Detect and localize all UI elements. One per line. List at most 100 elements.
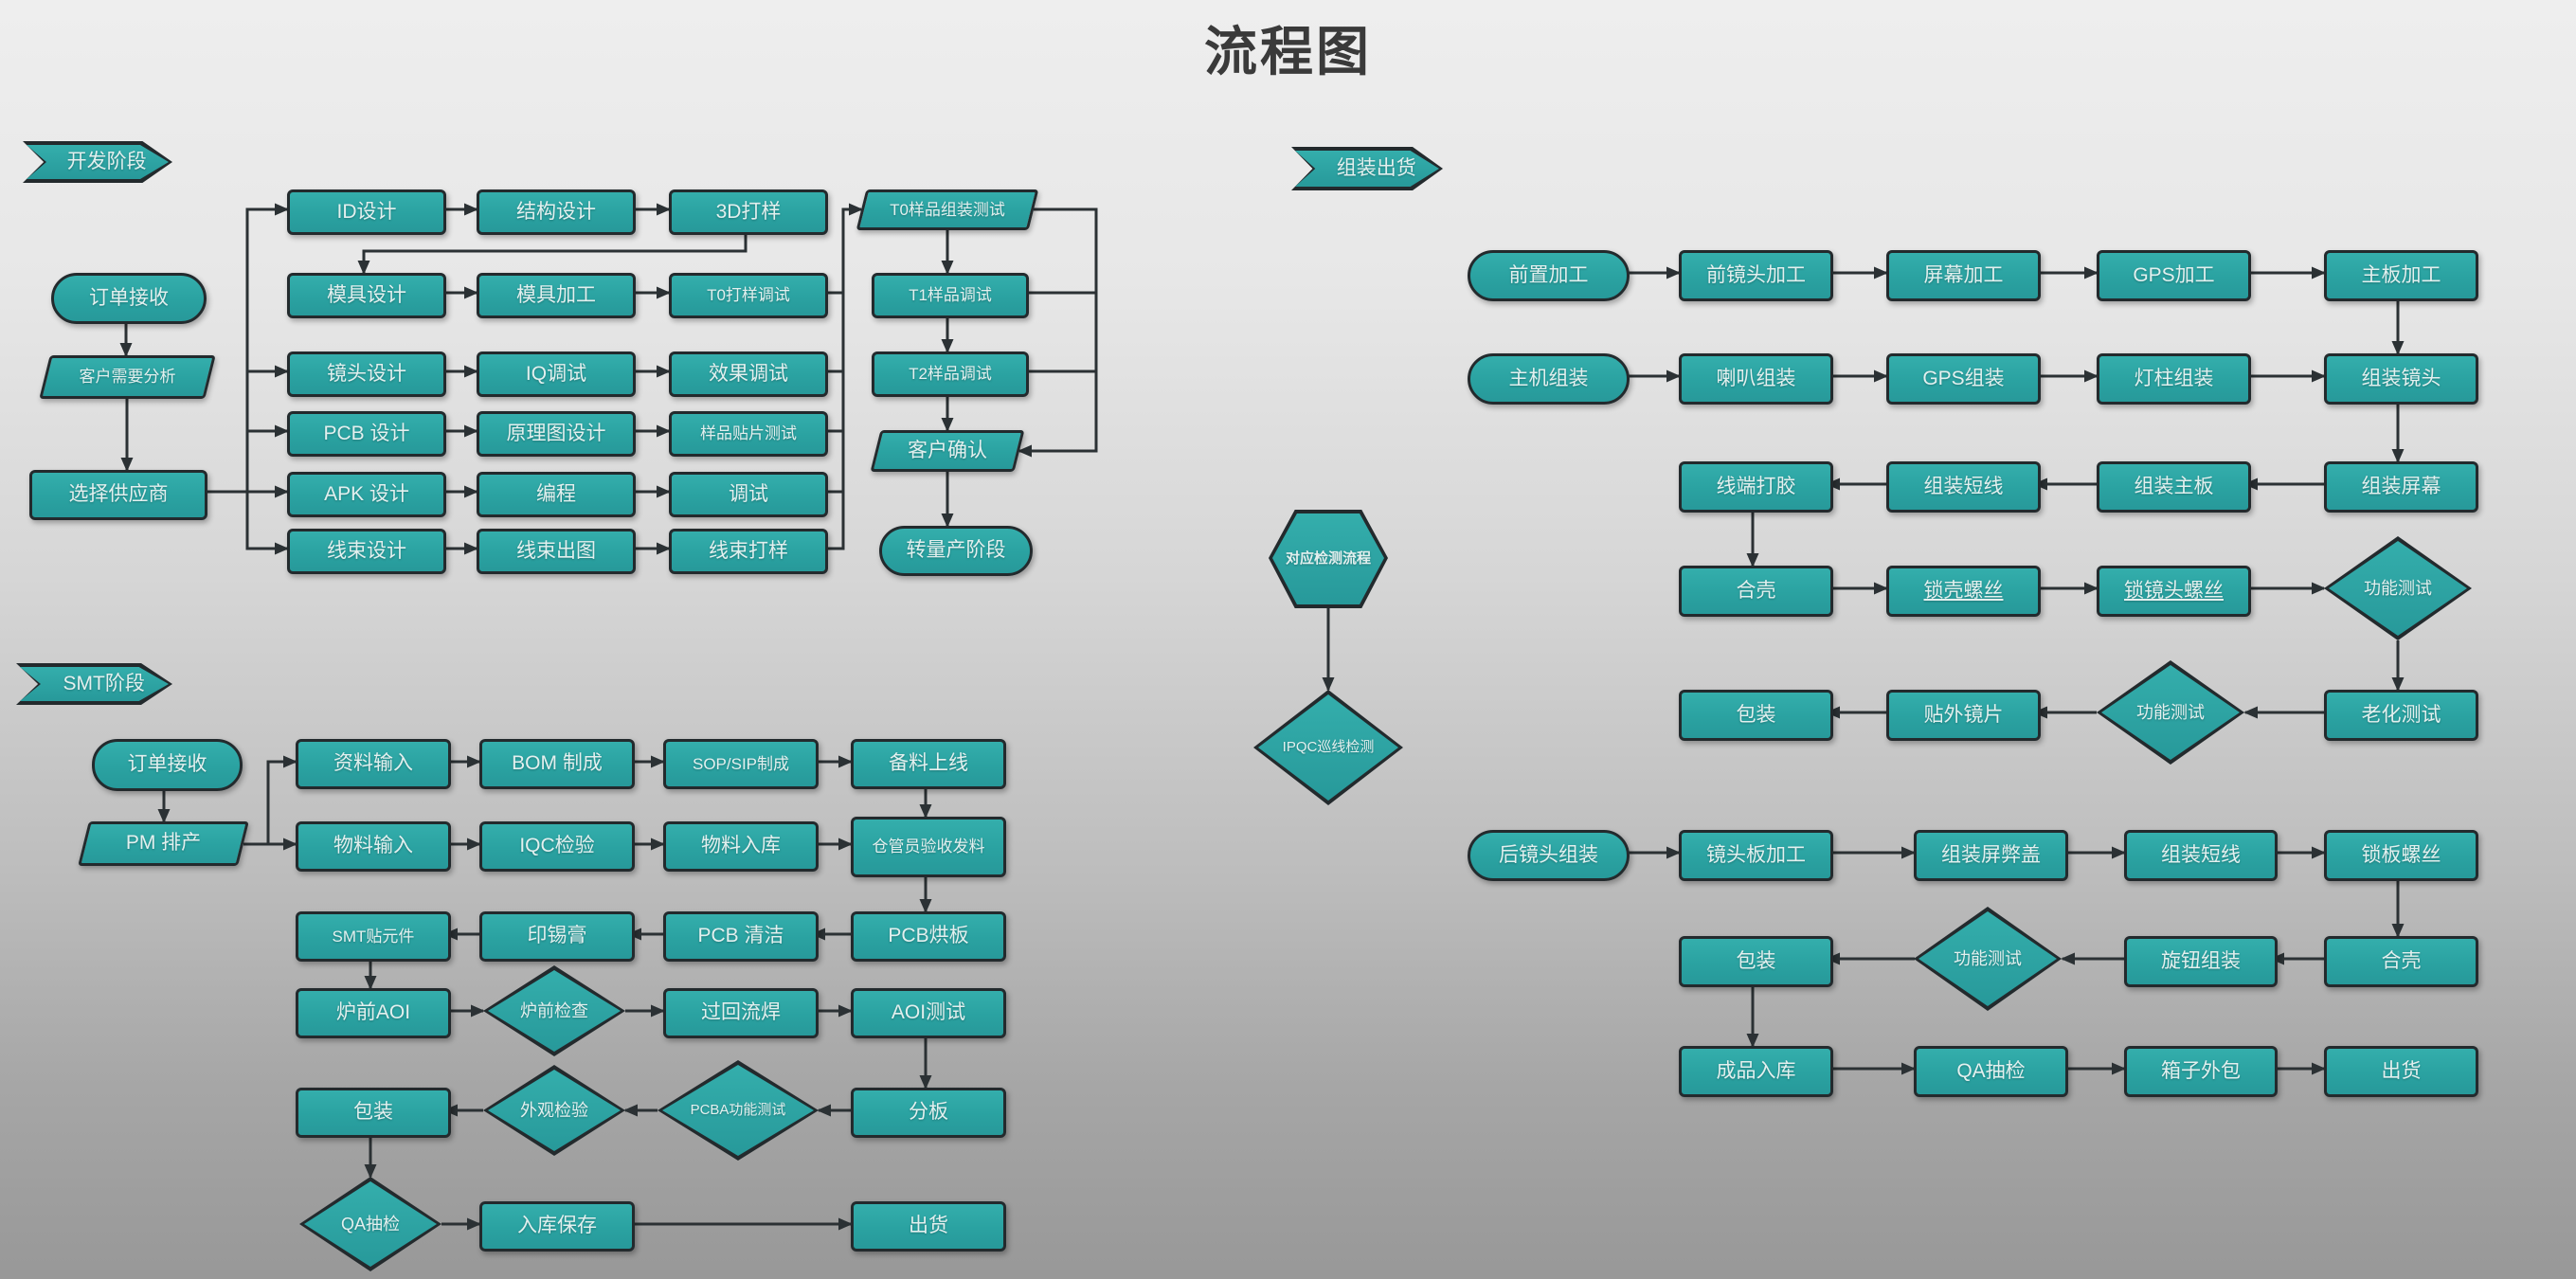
flow-node-dev-mold-design: 模具设计 xyxy=(287,273,446,318)
flow-node-assy-screen-process: 屏幕加工 xyxy=(1886,250,2041,301)
flow-node-dev-effect-debug: 效果调试 xyxy=(669,351,828,397)
node-label: 调试 xyxy=(729,482,768,505)
flow-node-smt-ship: 出货 xyxy=(851,1201,1006,1252)
node-label: 入库保存 xyxy=(517,1215,597,1237)
node-label: 锁镜头螺丝 xyxy=(2124,579,2224,602)
node-label: T1样品调试 xyxy=(909,286,992,305)
flow-node-assy-knob-assembly: 旋钮组装 xyxy=(2124,936,2278,987)
node-label: T0样品组装测试 xyxy=(890,200,1005,219)
flow-node-smt-packing: 包装 xyxy=(296,1088,451,1138)
node-label: 3D打样 xyxy=(715,200,782,223)
flow-node-dev-mold-process: 模具加工 xyxy=(477,273,636,318)
node-label: QA抽检 xyxy=(340,1214,400,1234)
node-label: 订单接收 xyxy=(127,753,207,776)
flow-node-assy-host-assembly: 主机组装 xyxy=(1468,353,1630,405)
flow-node-smt-pcb-clean: PCB 清洁 xyxy=(663,911,819,962)
node-label: 结构设计 xyxy=(516,200,596,223)
node-label: IQ调试 xyxy=(525,362,587,385)
node-label: 喇叭组装 xyxy=(1716,367,1796,389)
node-label: 老化测试 xyxy=(2361,703,2441,726)
flow-connector xyxy=(1018,207,1098,458)
flow-node-assy-front-lens-process: 前镜头加工 xyxy=(1679,250,1833,301)
node-label: BOM 制成 xyxy=(512,752,603,775)
node-label: SOP/SIP制成 xyxy=(692,754,790,773)
flow-node-assy-ipqc-patrol: IPQC巡线检测 xyxy=(1253,690,1403,805)
node-label: 贴外镜片 xyxy=(1923,703,2004,726)
node-label: PCBA功能测试 xyxy=(690,1102,786,1119)
flow-node-dev-apk-design: APK 设计 xyxy=(287,472,446,517)
flow-node-assy-lens-screw: 锁镜头螺丝 xyxy=(2097,566,2251,617)
flow-node-dev-iq-debug: IQ调试 xyxy=(477,351,636,397)
node-label: 物料输入 xyxy=(333,835,413,857)
node-label: 印锡膏 xyxy=(527,925,587,947)
node-label: 仓管员验收发料 xyxy=(872,838,985,856)
flow-node-dev-struct-design: 结构设计 xyxy=(477,189,636,235)
flow-node-dev-t0-proof-debug: T0打样调试 xyxy=(669,273,828,318)
flow-node-dev-wire-drawing: 线束出图 xyxy=(477,529,636,574)
node-label: 前镜头加工 xyxy=(1706,263,1806,286)
node-label: 组装短线 xyxy=(2161,843,2241,866)
node-label: 镜头设计 xyxy=(327,362,406,385)
flow-node-assy-stick-outer-lens: 贴外镜片 xyxy=(1886,690,2041,741)
node-label: 灯柱组装 xyxy=(2134,367,2214,389)
node-label: 后镜头组装 xyxy=(1499,843,1598,866)
flow-node-smt-visual-inspect: 外观检验 xyxy=(483,1065,625,1156)
node-label: T0打样调试 xyxy=(707,286,790,305)
node-label: 线束打样 xyxy=(709,539,788,562)
node-label: 转量产阶段 xyxy=(906,539,1006,562)
flow-node-assy-shell-screw: 锁壳螺丝 xyxy=(1886,566,2041,617)
flow-node-dev-wire-design: 线束设计 xyxy=(287,529,446,574)
node-label: 屏幕加工 xyxy=(1923,263,2004,286)
node-label: 主板加工 xyxy=(2361,263,2441,286)
section-banner-dev-banner: 开发阶段 xyxy=(23,141,172,183)
flow-node-assy-close-shell-1: 合壳 xyxy=(1679,566,1833,617)
node-label: 组装屏幕 xyxy=(2361,475,2441,497)
flow-connector xyxy=(822,203,863,295)
flow-node-assy-qa-sampling: QA抽检 xyxy=(1914,1046,2068,1097)
flow-node-assy-gps-assembly: GPS组装 xyxy=(1886,353,2041,405)
node-label: SMT贴元件 xyxy=(332,927,415,946)
flow-node-assy-gps-process: GPS加工 xyxy=(2097,250,2251,301)
node-label: 资料输入 xyxy=(333,752,413,775)
node-label: 外观检验 xyxy=(520,1100,588,1120)
flow-node-assy-check-flow: 对应检测流程 xyxy=(1269,510,1388,608)
flow-node-assy-mainboard-assembly: 组装主板 xyxy=(2097,461,2251,513)
node-label: 合壳 xyxy=(1736,579,1776,602)
flow-node-smt-material-warehouse: 物料入库 xyxy=(663,821,819,872)
flow-node-assy-pre-process: 前置加工 xyxy=(1468,250,1630,301)
flow-node-assy-lamp-assembly: 灯柱组装 xyxy=(2097,353,2251,405)
flow-node-smt-place-components: SMT贴元件 xyxy=(296,911,451,962)
flow-node-smt-iqc-inspect: IQC检验 xyxy=(479,821,635,872)
flow-connector xyxy=(245,492,289,555)
node-label: 包装 xyxy=(1736,949,1776,972)
node-label: APK 设计 xyxy=(324,482,409,505)
flow-node-assy-close-shell-2: 合壳 xyxy=(2324,936,2478,987)
node-label: 备料上线 xyxy=(889,752,968,775)
flow-node-dev-schematic-design: 原理图设计 xyxy=(477,411,636,457)
node-label: GPS加工 xyxy=(2133,263,2215,286)
flow-node-dev-choose-supplier: 选择供应商 xyxy=(29,470,207,520)
node-label: 前置加工 xyxy=(1508,263,1589,286)
flow-node-assy-func-test-2: 功能测试 xyxy=(2097,660,2244,765)
flow-node-assy-mainboard-process: 主板加工 xyxy=(2324,250,2478,301)
flow-node-smt-warehouse-save: 入库保存 xyxy=(479,1201,635,1252)
node-label: 主机组装 xyxy=(1508,367,1589,389)
flow-node-smt-aoi-test: AOI测试 xyxy=(851,988,1006,1038)
flow-node-assy-func-test-3: 功能测试 xyxy=(1914,907,2062,1011)
flow-node-assy-outer-box: 箱子外包 xyxy=(2124,1046,2278,1097)
node-label: 炉前检查 xyxy=(520,1000,588,1020)
node-label: 样品贴片测试 xyxy=(700,424,797,443)
node-label: IPQC巡线检测 xyxy=(1282,739,1375,756)
node-label: 订单接收 xyxy=(89,286,169,309)
node-label: 组装短线 xyxy=(1923,475,2004,497)
flow-node-dev-debug: 调试 xyxy=(669,472,828,517)
flow-node-smt-pm-schedule: PM 排产 xyxy=(78,821,249,866)
flow-node-assy-wire-glue: 线端打胶 xyxy=(1679,461,1833,513)
flow-node-smt-pre-furnace-aoi: 炉前AOI xyxy=(296,988,451,1038)
flow-node-dev-id-design: ID设计 xyxy=(287,189,446,235)
flow-node-dev-lens-design: 镜头设计 xyxy=(287,351,446,397)
flow-node-smt-pcba-func-test: PCBA功能测试 xyxy=(658,1060,819,1161)
flow-node-smt-bom-make: BOM 制成 xyxy=(479,739,635,789)
flow-node-dev-3d-print: 3D打样 xyxy=(669,189,828,235)
